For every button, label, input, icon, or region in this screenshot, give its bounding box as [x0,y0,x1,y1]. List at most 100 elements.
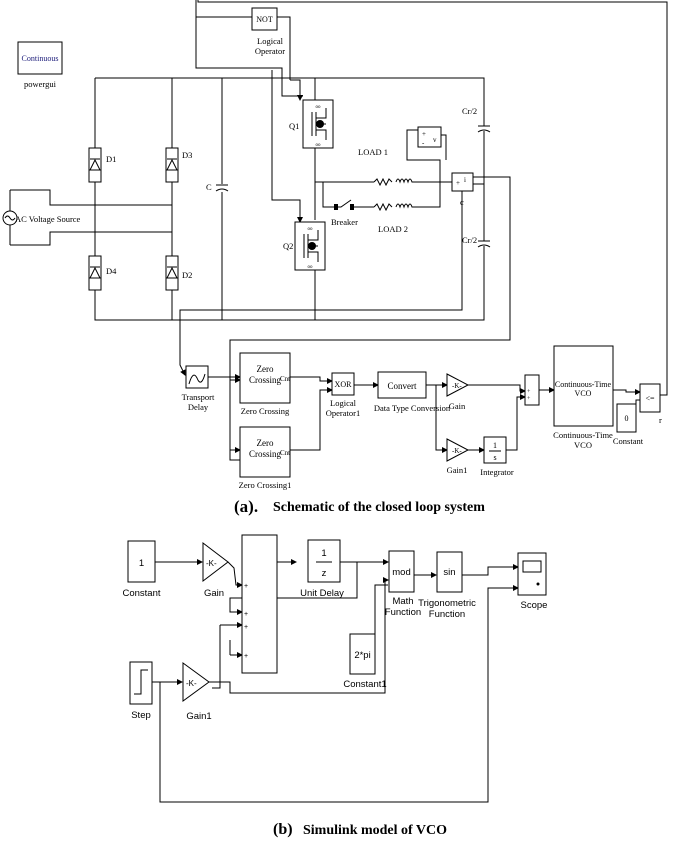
step-label: Step [131,710,151,721]
gain-b-text: -K- [206,559,217,568]
sum-block-a[interactable]: + + [524,374,540,406]
scope-block[interactable] [517,552,547,596]
vco-label-1: Continuous-Time [553,430,613,440]
breaker[interactable] [334,199,356,210]
math-function-block[interactable]: mod [388,550,415,593]
current-meas-label: c [460,197,464,207]
zc2-cnt: Cnt [280,449,290,457]
step-block[interactable] [129,661,153,705]
not-block[interactable]: NOT [251,7,278,31]
svg-text:oo: oo [308,265,314,270]
transport-delay-label-2: Delay [188,402,209,412]
svg-text:oo: oo [316,143,322,148]
svg-text:oo: oo [308,227,314,232]
current-measurement[interactable]: + i [451,172,474,192]
control-wires [208,374,641,453]
xor-text: XOR [335,380,353,389]
diode-d1[interactable] [88,147,102,183]
mod-label-1: Math [392,596,413,607]
data-type-conversion-block[interactable]: Convert [377,371,427,399]
power-bus [94,77,485,321]
capacitor-c[interactable] [215,184,229,192]
zc1-text-2: Crossing [249,375,282,385]
logical-operator1-label-1: Logical [330,398,357,408]
breaker-label: Breaker [331,217,358,227]
vco-label-2: VCO [574,440,592,450]
constant1-block-b[interactable]: 2*pi [349,633,376,675]
vco-block-text-1: Continuous-Time [555,380,612,389]
gain1-a-label: Gain1 [447,465,468,475]
caption-a-text: Schematic of the closed loop system [273,500,485,515]
unit-delay-label: Unit Delay [300,588,344,599]
unit-delay-num: 1 [321,548,326,559]
capacitor-cr2-bottom[interactable] [477,236,491,290]
load2-rl[interactable] [373,202,416,212]
gain1-b-label: Gain1 [186,711,211,722]
svg-text:i: i [464,176,466,184]
capacitor-cr2-top[interactable] [477,100,491,140]
gain1-block-b[interactable]: -K- [182,662,210,702]
trigonometric-function-block[interactable]: sin [436,551,463,593]
integrator-num: 1 [493,441,497,450]
powergui-label: powergui [24,79,57,89]
zc2-text-2: Crossing [249,449,282,459]
constant-b-label: Constant [122,588,160,599]
convert-text: Convert [388,381,417,391]
constant-block-b[interactable]: 1 [127,540,156,583]
integrator-block[interactable]: 1 s [483,436,507,464]
diode-d4[interactable] [88,255,102,291]
unit-delay-den: z [322,568,327,579]
zc1-label: Zero Crossing [241,406,290,416]
mosfet-q1[interactable]: oo oo [302,99,334,149]
not-text: NOT [256,15,273,24]
vm-minus: - [422,139,425,147]
xor-block[interactable]: XOR [331,372,355,396]
mod-label-2: Function [385,607,421,618]
diode-d4-label: D4 [106,266,117,276]
cr2-top-label: Cr/2 [462,106,477,116]
powergui-block[interactable]: Continuous [17,41,63,75]
constant-block-a[interactable]: 0 [616,403,637,433]
gain-block-a[interactable]: -K- [446,373,470,397]
svg-text:+: + [244,611,248,618]
logical-operator1-label-2: Operator1 [326,408,360,418]
zc2-text-1: Zero [257,438,274,448]
ac-voltage-source[interactable] [2,189,172,246]
sin-text: sin [443,567,455,578]
load2-label: LOAD 2 [378,224,408,234]
mosfet-q2-label: Q2 [283,241,293,251]
continuous-time-vco-block[interactable]: Continuous-Time VCO [553,345,614,427]
vco-block-text-2: VCO [575,389,592,398]
zero-crossing-block[interactable]: Zero Crossing Cnt [239,352,291,404]
powergui-text: Continuous [22,54,59,63]
diode-d2[interactable] [165,255,179,291]
load-branch [179,129,511,461]
gain-block-b[interactable]: -K- [202,541,229,583]
transport-delay-block[interactable] [185,365,209,389]
gain1-a-text: -K- [452,447,462,455]
integrator-den: s [493,453,496,462]
diode-d3[interactable] [165,147,179,183]
diode-d3-label: D3 [182,150,192,160]
constant-b-text: 1 [139,558,144,569]
sum-block-b[interactable]: + + + + [241,534,278,674]
zc1-cnt: Cnt [280,375,290,383]
voltage-measurement[interactable]: + - v [417,126,442,148]
mod-text: mod [392,567,410,578]
relational-operator-block[interactable]: <= [639,383,661,413]
load1-rl[interactable] [373,177,416,187]
gain-b-label: Gain [204,588,224,599]
mosfet-q1-label: Q1 [289,121,299,131]
zero-crossing1-block[interactable]: Zero Crossing Cnt [239,426,291,478]
constant1-b-label: Constant1 [343,679,386,690]
constant-a-text: 0 [625,414,629,423]
unit-delay-block[interactable]: 1 z [307,539,341,583]
gain1-block-a[interactable]: -K- [446,438,470,462]
mosfet-q2[interactable]: oo oo [294,221,326,271]
scope-label: Scope [521,600,548,611]
svg-text:+: + [244,624,248,631]
capacitor-c-label: C [206,182,212,192]
zc1-text-1: Zero [257,364,274,374]
diode-d1-label: D1 [106,154,116,164]
schematic-closed-loop: Continuous powergui NOT Logical Operator [2,0,668,516]
